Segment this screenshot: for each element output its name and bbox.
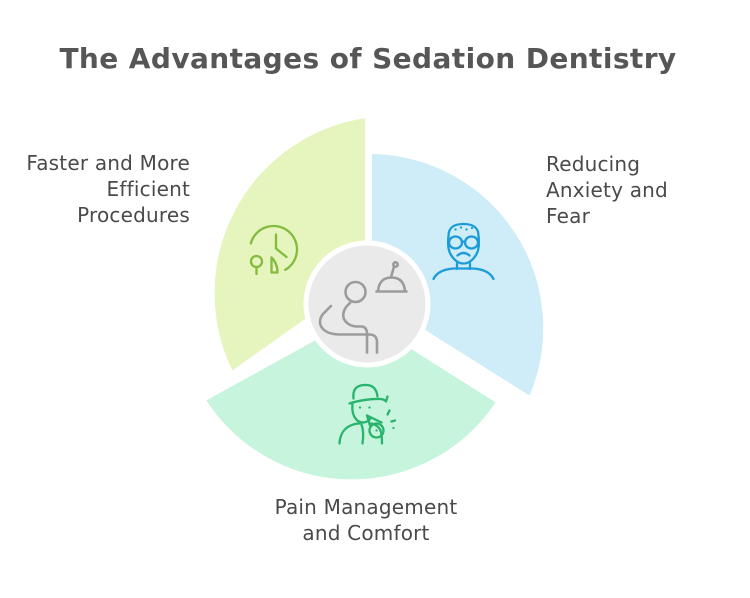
label-faster-procedures: Faster and More Efficient Procedures xyxy=(26,151,190,227)
whistle-coach-icon xyxy=(338,383,397,445)
segment-faster-procedures xyxy=(212,115,367,374)
label-reducing-anxiety: Reducing Anxiety and Fear xyxy=(546,152,668,228)
label-pain-management: Pain Management and Comfort xyxy=(274,495,458,545)
clock-icon xyxy=(249,224,299,276)
segment-pain-management xyxy=(203,313,499,482)
segment-reducing-anxiety xyxy=(370,151,546,399)
anxious-patient-icon xyxy=(432,222,495,281)
dental-chair-icon xyxy=(318,260,408,354)
page-title: The Advantages of Sedation Dentistry xyxy=(59,42,677,75)
